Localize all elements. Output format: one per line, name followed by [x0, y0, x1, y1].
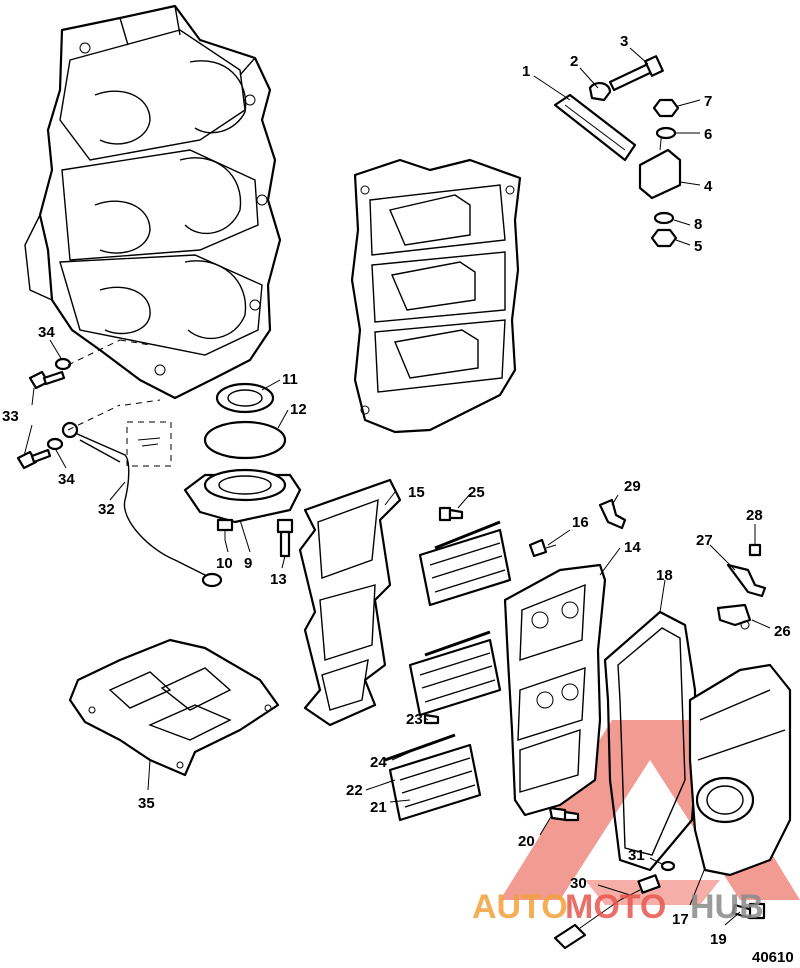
fitting-part-10: [216, 518, 234, 540]
callout-11: 11: [282, 371, 298, 388]
callout-19: 19: [710, 931, 727, 948]
callout-23: 23: [406, 711, 423, 728]
callout-31: 31: [628, 847, 645, 864]
callout-22: 22: [346, 782, 363, 799]
callout-33: 33: [2, 408, 19, 425]
transfer-port-cover: [350, 158, 522, 434]
callout-28: 28: [746, 507, 763, 524]
bolt-part-33-lower: [16, 448, 52, 470]
callout-35: 35: [138, 795, 155, 812]
callout-25: 25: [468, 484, 485, 501]
inset-part: [137, 437, 161, 447]
nut-part-5: [650, 228, 678, 248]
callout-17: 17: [672, 911, 689, 928]
reed-valves: [384, 520, 512, 822]
gasket-part-35: [68, 638, 280, 777]
washer-part-8: [653, 211, 675, 225]
callout-13: 13: [270, 571, 287, 588]
nut-part-7: [652, 98, 680, 118]
callout-20: 20: [518, 833, 535, 850]
rail-part-1: [553, 93, 637, 162]
silencer-part-17: [688, 663, 792, 877]
callout-34-upper: 34: [38, 324, 55, 341]
callout-7: 7: [704, 93, 712, 110]
callout-10: 10: [216, 555, 233, 572]
bolt-part-13: [276, 518, 294, 558]
callout-30: 30: [570, 875, 587, 892]
screw-part-28: [748, 543, 762, 557]
callout-8: 8: [694, 216, 702, 233]
gasket-part-18: [603, 610, 697, 872]
callout-16: 16: [572, 514, 589, 531]
inset-box: [126, 421, 172, 467]
watermark-text: AUTO MOTO HUB: [472, 888, 764, 926]
gasket-part-15: [298, 478, 402, 727]
crankcase-block: [24, 4, 282, 400]
callout-21: 21: [370, 799, 387, 816]
callout-9: 9: [244, 555, 252, 572]
washer-part-34-lower: [46, 437, 64, 451]
oring-part-31: [660, 860, 676, 872]
callout-6: 6: [704, 126, 712, 143]
callout-26: 26: [774, 623, 791, 640]
clip-part-2: [588, 82, 612, 102]
bracket-part-29: [598, 498, 627, 530]
leader-lines: [23, 47, 771, 926]
sensor-part-30: [553, 874, 661, 950]
screw-part-23: [423, 713, 440, 725]
bracket-part-27: [726, 563, 767, 598]
callout-15: 15: [408, 484, 425, 501]
callout-24: 24: [370, 754, 387, 771]
oring-part-12: [203, 420, 287, 460]
bolt-part-33-upper: [28, 370, 66, 390]
callout-14: 14: [624, 539, 641, 556]
callout-1: 1: [522, 63, 530, 80]
callout-12: 12: [290, 401, 307, 418]
washer-part-34-upper: [54, 357, 72, 371]
watermark-text-c: HUB: [690, 888, 764, 926]
callout-18: 18: [656, 567, 673, 584]
callout-29: 29: [624, 478, 641, 495]
callout-27: 27: [696, 532, 713, 549]
callout-34-lower: 34: [58, 471, 75, 488]
bolt-part-20: [548, 806, 580, 822]
callout-32: 32: [98, 501, 115, 518]
seal-part-11: [215, 382, 275, 414]
screw-part-25: [438, 506, 464, 522]
callout-5: 5: [694, 238, 702, 255]
sensor-part-26: [716, 603, 752, 630]
bolt-part-3: [608, 55, 664, 92]
bearing-housing-part-9: [183, 468, 302, 524]
watermark-text-a: AUTO: [472, 888, 568, 926]
fitting-part-16: [528, 538, 557, 558]
callout-4: 4: [704, 178, 713, 195]
callout-numbers: 1 2 3 4 5 6 7 8 9 10 11 12 13 14 15 16 1…: [2, 33, 791, 948]
intake-cover-part-14: [503, 563, 607, 817]
bolt-part-19: [731, 902, 766, 920]
watermark-text-b: MOTO: [565, 888, 666, 926]
callout-2: 2: [570, 53, 578, 70]
figure-number: 40610: [752, 949, 794, 966]
bracket-part-4: [638, 129, 682, 200]
hose-part-32: [61, 421, 223, 588]
callout-3: 3: [620, 33, 628, 50]
washer-part-6: [655, 126, 677, 140]
